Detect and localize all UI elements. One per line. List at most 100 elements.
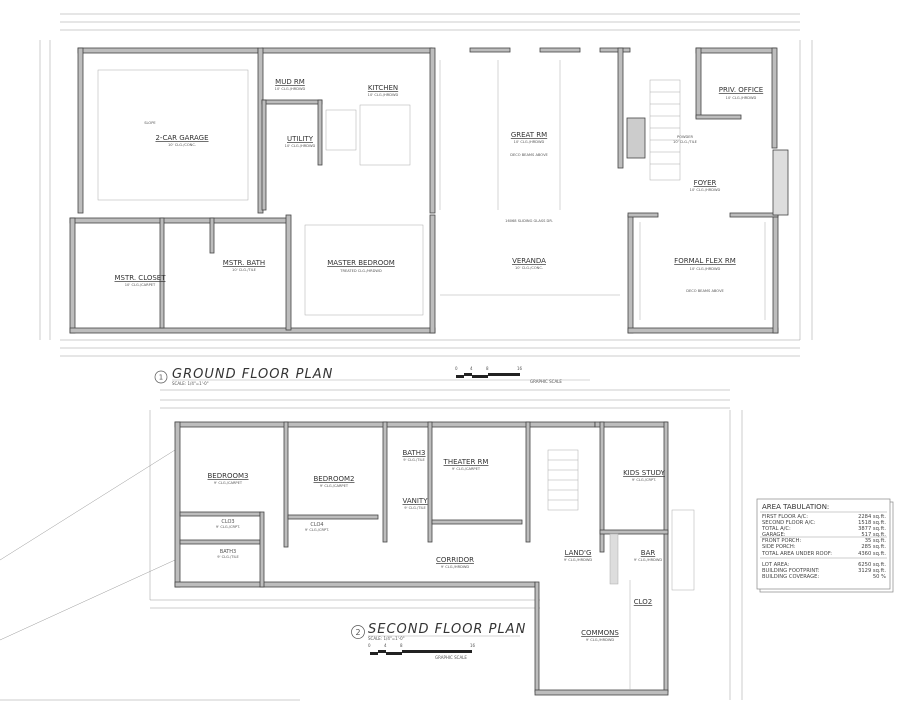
room-label: FOYER xyxy=(694,179,717,187)
note: 16068 SLIDING GLASS DR. xyxy=(505,219,553,223)
note: DECO BEAMS ABOVE xyxy=(686,289,724,293)
room-sub: 10' CLG./HRDWD xyxy=(726,96,757,100)
room-sub: 10' CLG./CONC. xyxy=(515,266,543,270)
second-floor-title: SECOND FLOOR PLAN xyxy=(368,622,526,637)
area-row-value: 517 sq.ft. xyxy=(861,532,886,538)
area-row-value: 35 sq.ft. xyxy=(865,538,887,544)
area-row-label: BUILDING FOOTPRINT: xyxy=(762,568,820,574)
area-row-label: FRONT PORCH: xyxy=(762,538,801,544)
room-label: KITCHEN xyxy=(368,84,398,92)
room-label: CLO3 xyxy=(221,519,234,525)
ground-floor-walls xyxy=(69,47,789,334)
graphic-scale-bar xyxy=(370,650,472,655)
room-sub: 9' CLG./CARPET xyxy=(320,484,349,488)
room-sub: 10' CLG./HRDWD xyxy=(285,144,316,148)
room-sub: 9' CLG./TILE xyxy=(217,555,239,559)
area-row-label: TOTAL AREA UNDER ROOF: xyxy=(761,551,832,557)
room-label: MSTR. CLOSET xyxy=(114,274,166,282)
label: 8 xyxy=(400,643,403,648)
label: 0 xyxy=(368,643,371,648)
ground-floor-title-block: 1 GROUND FLOOR PLAN SCALE: 1/4"=1'-0" 0 … xyxy=(154,366,590,386)
room-label: MUD RM xyxy=(275,78,305,86)
room-sub: 10' CLG./HRDWD xyxy=(275,87,306,91)
label: 8 xyxy=(486,366,489,371)
area-row-value: 4360 sq.ft. xyxy=(858,551,886,557)
area-row-value: 285 sq.ft. xyxy=(861,544,886,550)
room-label: CORRIDOR xyxy=(436,556,474,564)
area-row-label: SIDE PORCH: xyxy=(762,544,796,550)
label: 4 xyxy=(384,643,387,648)
room-sub: 9' CLG./CRPT. xyxy=(216,525,240,529)
room-label: BAR xyxy=(641,549,656,557)
room-label: POWDER xyxy=(677,135,694,139)
room-label: CLO4 xyxy=(310,522,323,528)
ground-floor-title: GROUND FLOOR PLAN xyxy=(172,367,333,382)
ground-floor-room-labels: 2-CAR GARAGE 10' CLG./CONC. MUD RM 10' C… xyxy=(114,78,763,293)
room-label: BEDROOM2 xyxy=(314,475,355,483)
area-row-label: TOTAL A/C: xyxy=(761,526,791,532)
label: 2 xyxy=(355,628,360,637)
ground-floor-details xyxy=(97,60,766,320)
second-floor-title-block: 2 SECOND FLOOR PLAN SCALE: 1/4"=1'-0" 0 … xyxy=(351,622,526,660)
stair xyxy=(649,79,681,181)
area-row-value: 6250 sq.ft. xyxy=(858,562,886,568)
label: 16 xyxy=(470,643,476,648)
room-label: MASTER BEDROOM xyxy=(327,259,395,267)
room-sub: 9' CLG./CARPET xyxy=(452,467,481,471)
room-sub: 9' CLG./HRDWD xyxy=(564,558,593,562)
label: 0 xyxy=(455,366,458,371)
room-sub: 9' CLG./CARPET xyxy=(214,481,243,485)
area-row-value: 50 % xyxy=(873,574,886,580)
area-row-label: BUILDING COVERAGE: xyxy=(762,574,819,580)
room-sub: 10' CLG./TILE xyxy=(232,268,257,272)
room-sub: 9' CLG./TILE xyxy=(404,506,426,510)
ground-floor-scale: SCALE: 1/4"=1'-0" xyxy=(172,381,209,386)
second-floor-room-labels: BEDROOM3 9' CLG./CARPET BEDROOM2 9' CLG.… xyxy=(208,449,666,642)
room-sub: 9' CLG./CRPT. xyxy=(305,528,329,532)
room-sub: 9' CLG./HRDWD xyxy=(586,638,615,642)
area-row-value: 3877 sq.ft. xyxy=(858,526,886,532)
room-label: LAND'G xyxy=(565,549,592,557)
label: 1 xyxy=(159,374,163,382)
room-label: VERANDA xyxy=(512,257,546,265)
label: 4 xyxy=(470,366,473,371)
room-label: BEDROOM3 xyxy=(208,472,249,480)
area-row-label: SECOND FLOOR A/C: xyxy=(762,520,816,526)
dimension-lines xyxy=(0,13,813,701)
room-sub: 9' CLG./TILE xyxy=(403,458,425,462)
room-sub: 10' CLG./CARPET xyxy=(125,283,156,287)
room-label: 2-CAR GARAGE xyxy=(155,134,208,142)
area-row-value: 1518 sq.ft. xyxy=(858,520,886,526)
second-floor-details xyxy=(547,449,695,690)
room-label: GREAT RM xyxy=(511,131,547,139)
label: 16 xyxy=(517,366,523,371)
area-row-value: 2284 sq.ft. xyxy=(858,514,886,520)
room-sub: 10' CLG./TILE xyxy=(673,140,698,144)
room-label: MSTR. BATH xyxy=(223,259,265,267)
room-sub: TREATED CLG./HRDWD xyxy=(339,269,382,273)
room-sub: 10' CLG./HRDWD xyxy=(514,140,545,144)
room-label: KIDS STUDY xyxy=(623,469,666,477)
room-sub: 10' CLG./HRDWD xyxy=(368,93,399,97)
area-row-label: FIRST FLOOR A/C: xyxy=(762,514,808,520)
room-label: VANITY xyxy=(403,497,429,505)
room-sub: 9' CLG./HRDWD xyxy=(634,558,663,562)
note: DECO BEAMS ABOVE xyxy=(510,153,548,157)
room-sub: 10' CLG./CONC. xyxy=(168,143,196,147)
room-label: UTILITY xyxy=(287,135,314,143)
room-label: BATH3 xyxy=(402,449,425,457)
room-label: THEATER RM xyxy=(443,458,489,466)
area-tabulation: AREA TABULATION: FIRST FLOOR A/C:2284 sq… xyxy=(756,498,894,593)
room-sub: 9' CLG./HRDWD xyxy=(441,565,470,569)
label: GRAPHIC SCALE xyxy=(530,379,562,384)
label: GRAPHIC SCALE xyxy=(435,655,467,660)
room-sub: 10' CLG./HRDWD xyxy=(690,267,721,271)
room-label: CLO2 xyxy=(634,598,653,606)
stair xyxy=(547,449,579,511)
area-row-value: 3129 sq.ft. xyxy=(858,568,886,574)
area-row-label: LOT AREA: xyxy=(762,562,789,568)
area-row-label: GARAGE: xyxy=(762,532,786,538)
room-sub: 10' CLG./HRDWD xyxy=(690,188,721,192)
graphic-scale-bar xyxy=(456,373,520,378)
